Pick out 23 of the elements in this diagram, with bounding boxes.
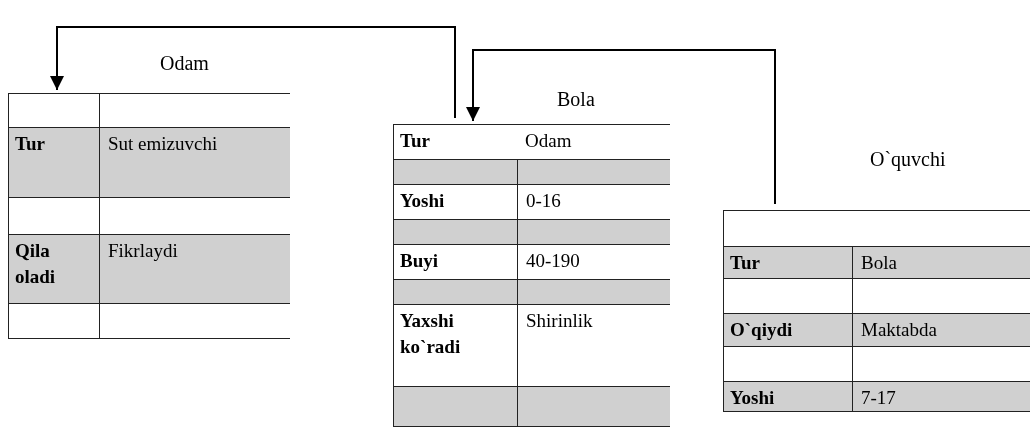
slot-value: Shirinlik [526,310,593,331]
arrow [50,26,456,119]
slot-value: Sut emizuvchi [108,133,218,154]
slot-value: 0-16 [526,190,561,211]
slot-value: Maktabda [861,319,937,340]
frame-title: Bola [557,88,595,111]
slot-name: Yoshi [730,387,775,408]
slot-name: Yoshi [400,190,445,211]
slot-name: Yaxshi ko`radi [400,310,461,357]
frame-title: Odam [160,52,209,75]
slot-name: Tur [730,252,760,273]
slot-name: O`qiydi [730,319,793,340]
slot-name: Tur [400,130,430,151]
slot-name: Tur [15,133,45,154]
arrow [466,49,776,205]
slot-value: Fikrlaydi [108,240,178,261]
slot-name: Buyi [400,250,439,271]
slot-name: Qila oladi [15,240,56,287]
slot-value: 40-190 [526,250,580,271]
frame-title: O`quvchi [870,148,946,171]
slot-value: 7-17 [861,387,896,408]
slot-value: Bola [861,252,897,273]
slot-value: Odam [525,130,572,151]
